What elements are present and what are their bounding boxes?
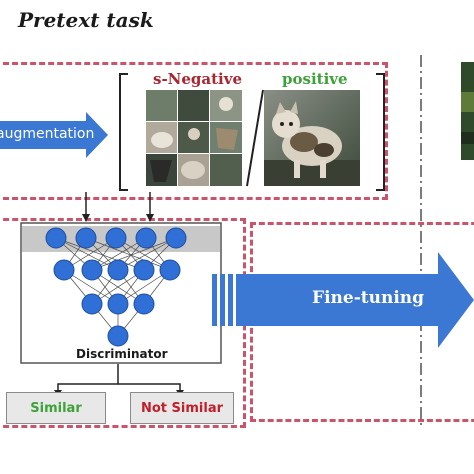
augmentation-label: augmentation — [0, 126, 95, 142]
discriminator-label: Discriminator — [76, 347, 168, 361]
discriminator-network — [20, 222, 222, 364]
positive-image — [264, 90, 360, 186]
augmentation-arrow — [0, 112, 108, 158]
similar-output: Similar — [6, 392, 106, 424]
cropped-image-right — [461, 62, 474, 160]
shuffled-negative-image — [146, 90, 242, 186]
positive-label: positive — [282, 70, 348, 88]
pretext-task-title: Pretext task — [18, 8, 154, 32]
image-to-discriminator-connectors — [82, 192, 154, 222]
top-dashed-region — [0, 62, 388, 200]
not-similar-output: Not Similar — [130, 392, 234, 424]
fine-tuning-arrow — [212, 252, 474, 348]
output-arrows — [54, 364, 184, 396]
image-group-bracket — [119, 73, 385, 191]
fine-tuning-label: Fine-tuning — [312, 288, 425, 308]
slash-separator — [246, 89, 264, 187]
section-separator — [420, 55, 422, 425]
negative-label: s-Negative — [153, 70, 243, 88]
